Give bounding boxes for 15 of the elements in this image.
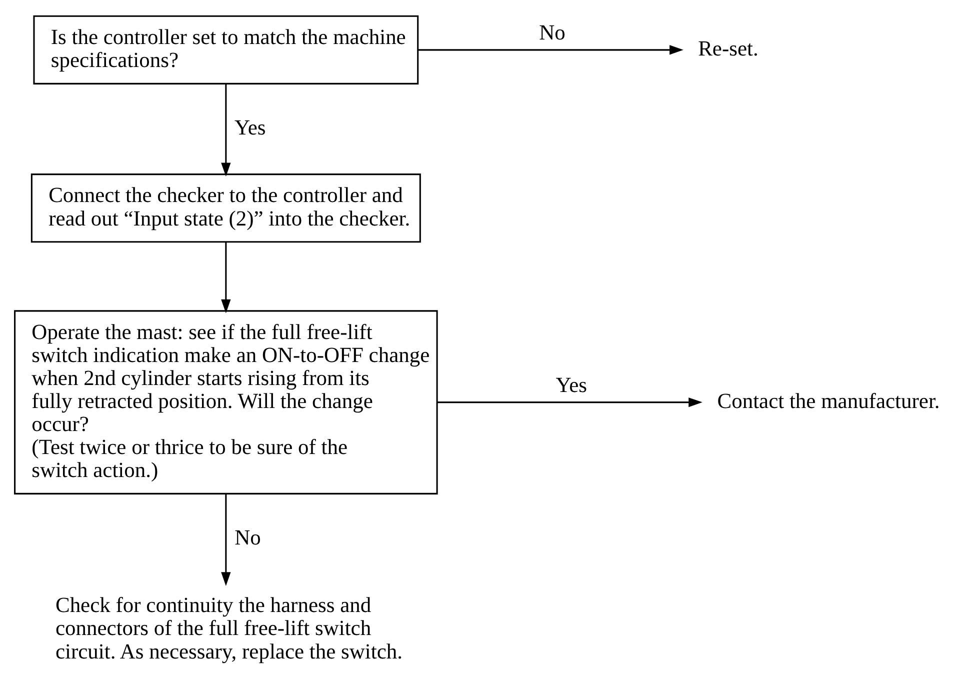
- arrow: [221, 494, 231, 586]
- edge-label: No: [234, 526, 261, 550]
- edge-label: Yes: [556, 372, 588, 397]
- arrow: [437, 397, 702, 408]
- node-box: Is the controller set to match the machine specifications?: [33, 15, 419, 84]
- edge-label: Yes: [234, 116, 266, 140]
- arrow: [418, 45, 684, 55]
- edge-label: No: [539, 20, 566, 44]
- node-text: Re-set.: [698, 36, 758, 61]
- arrow: [221, 84, 231, 177]
- node-text: Contact the manufacturer.: [717, 388, 940, 413]
- node-text: Check for continuity the harness and connectors of the full free-lift switch circuit. As necessary, replace the switch.: [55, 593, 402, 664]
- arrow: [221, 242, 231, 314]
- node-box: Connect the checker to the controller and read out “Input state (2)” into the checker.: [30, 174, 421, 243]
- node-box: Operate the mast: see if the full free-lift switch indication make an ON-to-OFF change when 2nd cylinder starts rising from its fully retracted position. Will the change occur? (Test twice or thrice to be sure of the switch action.): [14, 310, 438, 494]
